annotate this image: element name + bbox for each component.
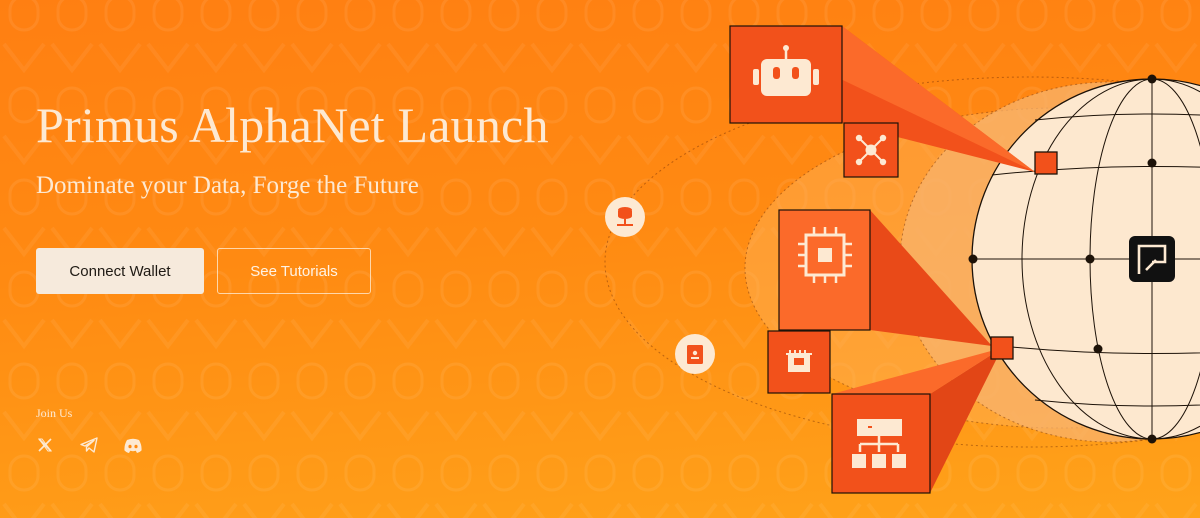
network-icon [855,134,887,166]
hierarchy-box [831,393,931,494]
database-badge [605,197,645,237]
join-us-label: Join Us [36,406,73,420]
beam-bottom [930,348,1002,493]
page-subtitle: Dominate your Data, Forge the Future [36,172,419,199]
x-icon [38,438,52,452]
cpu-icon [798,227,852,283]
primus-logo-icon [1137,244,1167,274]
robot-icon [753,45,819,96]
document-badge [675,334,715,374]
discord-icon [124,438,142,453]
robot-box [729,25,843,124]
connect-wallet-button[interactable]: Connect Wallet [36,248,204,294]
beam-bottom-face [832,348,1002,394]
cpu-box [778,209,871,331]
social-links [34,434,144,456]
network-box [843,122,899,178]
primus-logo-badge [1129,236,1175,282]
page-title: Primus AlphaNet Launch [36,97,549,153]
database-icon [617,207,633,226]
document-icon [687,345,703,364]
outer-orbit [604,76,1200,448]
router-icon [786,350,812,372]
telegram-link[interactable] [78,434,100,456]
discord-link[interactable] [122,434,144,456]
globe-node-top [1034,151,1058,175]
hierarchy-icon [852,419,906,468]
globe-node-bottom [990,336,1014,360]
beam-middle [870,210,992,346]
telegram-icon [80,437,98,453]
x-link[interactable] [34,434,56,456]
router-box [767,330,831,394]
see-tutorials-button[interactable]: See Tutorials [217,248,371,294]
